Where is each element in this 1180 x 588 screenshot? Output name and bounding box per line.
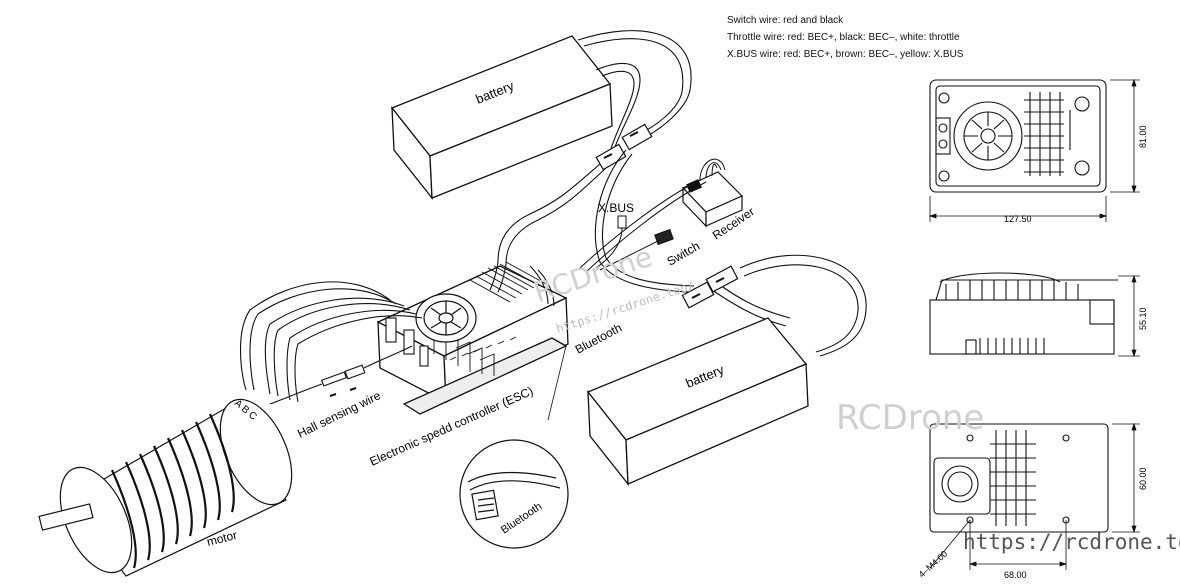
battery-top-lead [497, 149, 695, 293]
dimension-width-bottom [968, 520, 1068, 570]
xbus-label: X.BUS [598, 201, 634, 215]
motor-fins [110, 413, 235, 569]
hall-sensor-connector [269, 345, 413, 405]
receiver [681, 171, 744, 228]
dimension-height-bottom-label: 60.00 [1138, 467, 1148, 490]
xbus-wire [595, 227, 623, 269]
legend-switch-wire: Switch wire: red and black [727, 15, 844, 26]
battery-top [390, 35, 613, 200]
dimension-length-label: 127.50 [1004, 214, 1032, 224]
hall-label: Hall sensing wire [295, 388, 383, 440]
wire-legend: Switch wire: red and black Throttle wire… [727, 12, 963, 63]
connector-arrows-top [603, 131, 639, 159]
bluetooth-zoom [459, 439, 569, 549]
motor-phase-wires [239, 281, 423, 403]
battery-bottom-wires [711, 254, 867, 357]
watermark-brand: RCDrone [836, 398, 985, 438]
connector-top-1 [595, 123, 653, 171]
hole-spec-label: 4–M4.00 [917, 549, 950, 580]
switch-label: Switch [665, 239, 703, 269]
battery-top-wires [577, 30, 692, 153]
dimension-height-side [1118, 274, 1140, 358]
bottom-view-drawing [929, 423, 1109, 533]
dimension-height-top-label: 81.00 [1138, 125, 1148, 148]
dimension-height-side-label: 55.10 [1138, 307, 1148, 330]
watermark-url: https://rcdrone.top/ [963, 530, 1180, 554]
legend-throttle-wire: Throttle wire: red: BEC+, black: BEC–, w… [727, 32, 960, 43]
side-view-drawing [929, 272, 1118, 355]
dimension-length [928, 196, 1108, 222]
hole-spec-leader [929, 519, 971, 569]
esc-capacitors [385, 317, 429, 367]
dimension-width-bottom-label: 68.00 [1004, 570, 1027, 580]
esc-fan [415, 293, 477, 343]
receiver-wires [579, 158, 726, 273]
esc-power-wires [489, 261, 555, 307]
zoom-leader [547, 345, 567, 421]
legend-xbus-wire: X.BUS wire: red: BEC+, brown: BEC–, yell… [727, 49, 964, 60]
dimension-height-top [1110, 78, 1140, 194]
motor [38, 398, 293, 577]
connector-arrows-bottom [691, 277, 725, 299]
top-view-drawing [929, 79, 1107, 193]
xbus-connector [617, 215, 627, 229]
hall-arrows [329, 387, 357, 397]
switch-wire [599, 239, 661, 271]
dimension-height-bottom [1112, 422, 1140, 534]
battery-bottom [586, 317, 809, 486]
switch-connector [654, 228, 674, 246]
